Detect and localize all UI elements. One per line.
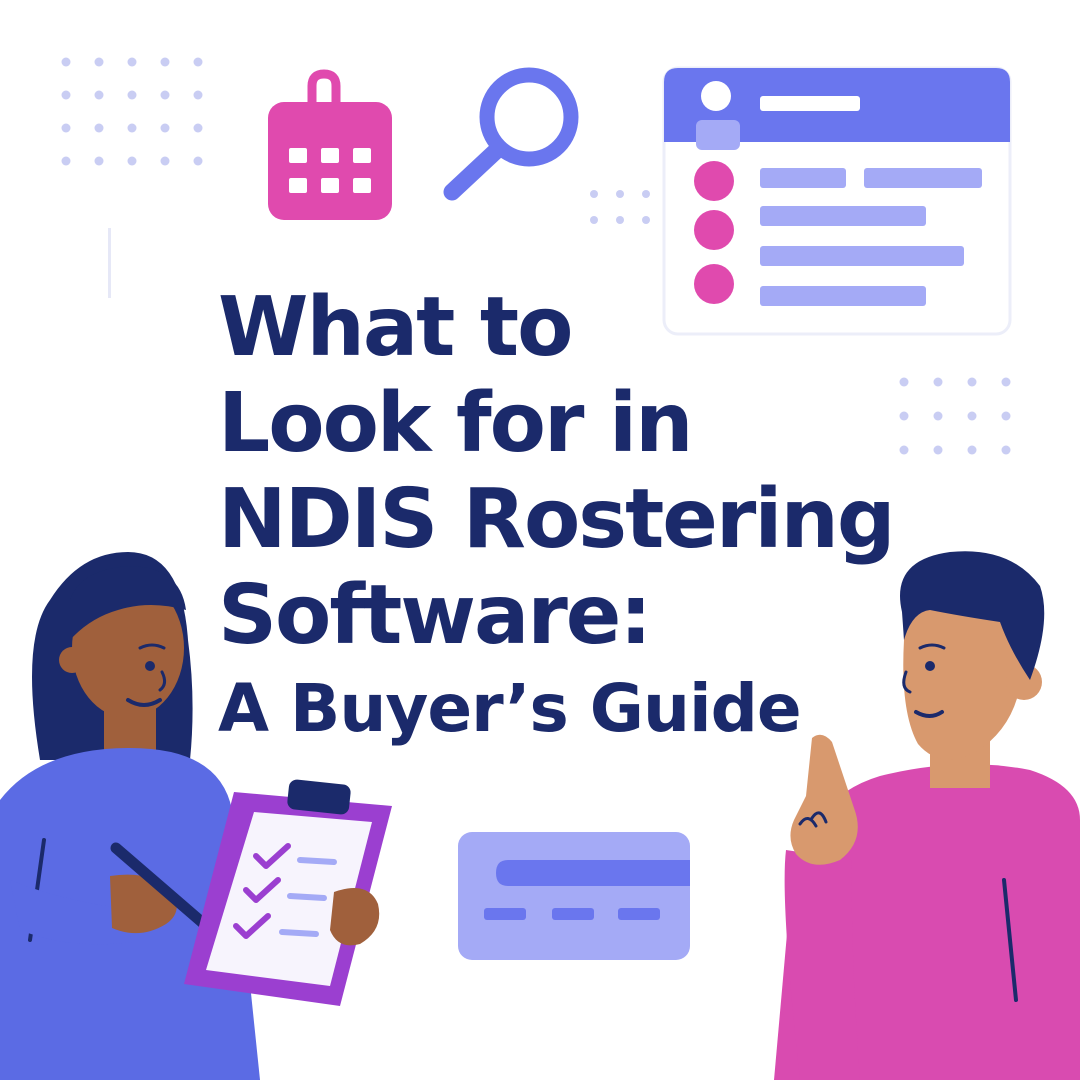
decorative-dot	[193, 57, 203, 67]
decorative-dot	[127, 156, 137, 166]
dot-grid-decoration	[899, 377, 1011, 455]
decorative-dot	[1001, 411, 1011, 421]
title-line: What to	[218, 280, 573, 375]
decorative-dot	[127, 57, 137, 67]
title-line: Look for in	[218, 376, 693, 471]
checklist-clipboard-icon	[184, 779, 392, 1006]
dot-grid-decoration	[590, 190, 650, 224]
decorative-dot	[61, 123, 71, 133]
decorative-dot	[160, 156, 170, 166]
decorative-dot	[590, 190, 598, 198]
decorative-dot	[933, 445, 943, 455]
dot-grid-decoration	[61, 57, 203, 166]
decorative-dot	[94, 123, 104, 133]
hair	[900, 551, 1045, 680]
decorative-dot	[160, 90, 170, 100]
divider-decoration	[108, 228, 111, 298]
decorative-dot	[94, 57, 104, 67]
page-title: What to Look for in NDIS Rostering Softw…	[218, 280, 938, 754]
magnifying-glass-icon	[443, 67, 579, 201]
decorative-dot	[1001, 445, 1011, 455]
decorative-dot	[193, 90, 203, 100]
decorative-dot	[933, 411, 943, 421]
decorative-dot	[616, 190, 624, 198]
credit-card-icon	[458, 832, 690, 960]
decorative-dot	[160, 123, 170, 133]
decorative-dot	[61, 57, 71, 67]
decorative-dot	[61, 90, 71, 100]
decorative-dot	[590, 216, 598, 224]
decorative-dot	[967, 411, 977, 421]
decorative-dot	[642, 216, 650, 224]
decorative-dot	[193, 123, 203, 133]
decorative-dot	[94, 90, 104, 100]
decorative-dot	[61, 156, 71, 166]
decorative-dot	[899, 411, 909, 421]
decorative-dot	[933, 377, 943, 387]
calendar-icon	[268, 69, 392, 220]
decorative-dot	[127, 90, 137, 100]
decorative-dot	[967, 445, 977, 455]
decorative-dot	[127, 123, 137, 133]
decorative-dot	[94, 156, 104, 166]
decorative-dot	[899, 377, 909, 387]
decorative-dot	[642, 190, 650, 198]
title-line: Software:	[218, 568, 652, 663]
decorative-dot	[1001, 377, 1011, 387]
decorative-dot	[160, 57, 170, 67]
profile-card-icon	[662, 66, 1012, 336]
decorative-dot	[899, 445, 909, 455]
decorative-dot	[193, 156, 203, 166]
decorative-dot	[616, 216, 624, 224]
title-line: NDIS Rostering	[218, 472, 896, 567]
pen-icon	[110, 842, 210, 930]
subtitle-line: A Buyer’s Guide	[218, 670, 802, 747]
decorative-dot	[967, 377, 977, 387]
